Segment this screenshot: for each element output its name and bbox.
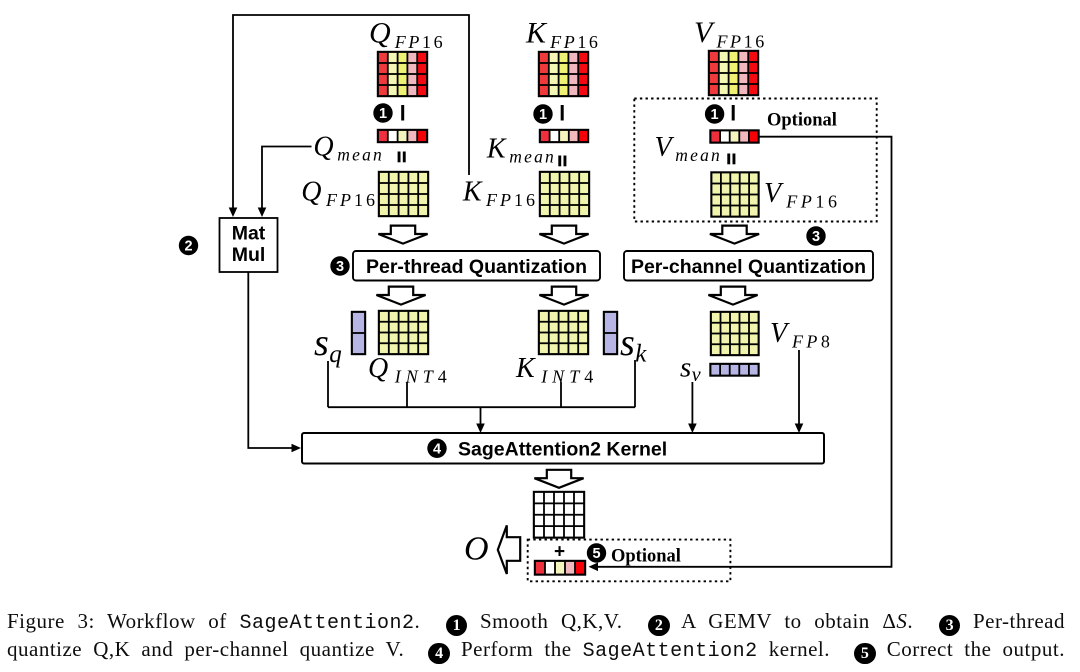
- svg-text:1: 1: [379, 106, 387, 122]
- svg-text:sq: sq: [314, 322, 342, 368]
- svg-text:Optional: Optional: [767, 111, 837, 131]
- svg-text:2: 2: [184, 239, 192, 255]
- svg-text:KINT4: KINT4: [515, 353, 598, 387]
- svg-text:Qmean: Qmean: [313, 132, 384, 165]
- svg-text:QINT4: QINT4: [368, 353, 452, 387]
- svg-text:sk: sk: [620, 322, 647, 368]
- svg-text:sv: sv: [680, 352, 701, 387]
- svg-text:1: 1: [711, 107, 719, 123]
- svg-text:QFP16: QFP16: [301, 176, 378, 210]
- svg-text:VFP16: VFP16: [694, 16, 767, 52]
- svg-text:QFP16: QFP16: [369, 17, 445, 53]
- svg-text:KFP16: KFP16: [462, 176, 538, 210]
- svg-text:3: 3: [336, 259, 344, 275]
- svg-text:SageAttention2 Kernel: SageAttention2 Kernel: [458, 438, 667, 460]
- svg-text:VFP16: VFP16: [764, 178, 841, 212]
- svg-text:VFP8: VFP8: [770, 318, 833, 352]
- svg-text:+: +: [554, 542, 565, 563]
- svg-text:1: 1: [539, 107, 547, 123]
- svg-text:Mul: Mul: [232, 244, 266, 266]
- svg-text:Optional: Optional: [611, 547, 681, 567]
- svg-text:5: 5: [592, 546, 600, 562]
- svg-text:Mat: Mat: [232, 223, 266, 245]
- svg-text:3: 3: [812, 229, 820, 245]
- svg-text:Per-channel Quantization: Per-channel Quantization: [631, 256, 866, 278]
- svg-text:KFP16: KFP16: [525, 17, 601, 53]
- svg-text:Per-thread Quantization: Per-thread Quantization: [366, 256, 587, 278]
- svg-text:4: 4: [433, 442, 441, 458]
- svg-text:O: O: [464, 531, 489, 568]
